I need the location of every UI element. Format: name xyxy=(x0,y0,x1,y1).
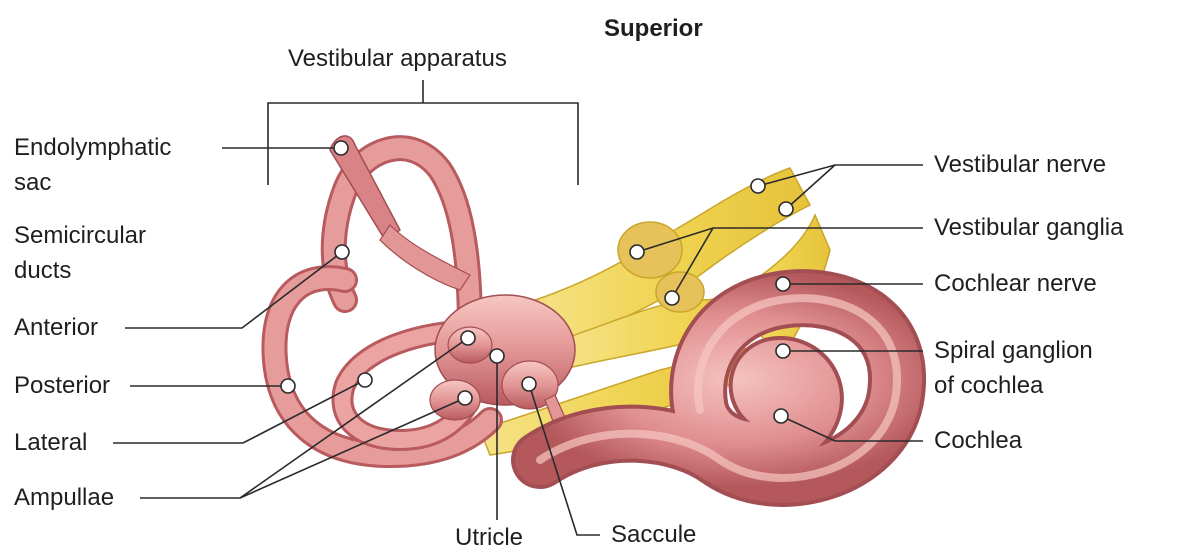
cochlear-nerve-label: Cochlear nerve xyxy=(934,267,1097,300)
semicircular-ducts-label-line1: Semicircular xyxy=(14,219,146,252)
lateral-label: Lateral xyxy=(14,426,87,459)
orientation-label: Superior xyxy=(604,12,703,45)
ampulla-dot-lower xyxy=(458,391,472,405)
endolymphatic-sac-dot xyxy=(334,141,348,155)
vestibular-nerve-dot-1 xyxy=(751,179,765,193)
vestibular-nerve-label: Vestibular nerve xyxy=(934,148,1106,181)
vestibular-ganglia-dot-1 xyxy=(630,245,644,259)
vestibular-apparatus-label: Vestibular apparatus xyxy=(288,42,507,75)
semicircular-ducts-label-line2: ducts xyxy=(14,254,71,287)
ampullae-label: Ampullae xyxy=(14,481,114,514)
saccule-dot xyxy=(522,377,536,391)
endolymphatic-sac-label-line2: sac xyxy=(14,166,51,199)
utricle-label: Utricle xyxy=(455,521,523,552)
endolymphatic-sac-label-line1: Endolymphatic xyxy=(14,131,171,164)
vestibular-nerve-dot-2 xyxy=(779,202,793,216)
saccule-label: Saccule xyxy=(611,518,696,551)
spiral-ganglion-dot xyxy=(776,344,790,358)
lateral-duct-dot xyxy=(358,373,372,387)
cochlea-dot xyxy=(774,409,788,423)
spiral-ganglion-label-line2: of cochlea xyxy=(934,369,1043,402)
ampulla-dot-upper xyxy=(461,331,475,345)
cochlea-label: Cochlea xyxy=(934,424,1022,457)
spiral-ganglion-label-line1: Spiral ganglion xyxy=(934,334,1093,367)
posterior-duct-dot xyxy=(281,379,295,393)
utricle-dot xyxy=(490,349,504,363)
vestibular-ganglia-dot-2 xyxy=(665,291,679,305)
cochlear-nerve-dot xyxy=(776,277,790,291)
anterior-duct-dot xyxy=(335,245,349,259)
vestibular-ganglia-label: Vestibular ganglia xyxy=(934,211,1123,244)
anterior-label: Anterior xyxy=(14,311,98,344)
vestibular-ganglion xyxy=(618,222,682,278)
posterior-label: Posterior xyxy=(14,369,110,402)
